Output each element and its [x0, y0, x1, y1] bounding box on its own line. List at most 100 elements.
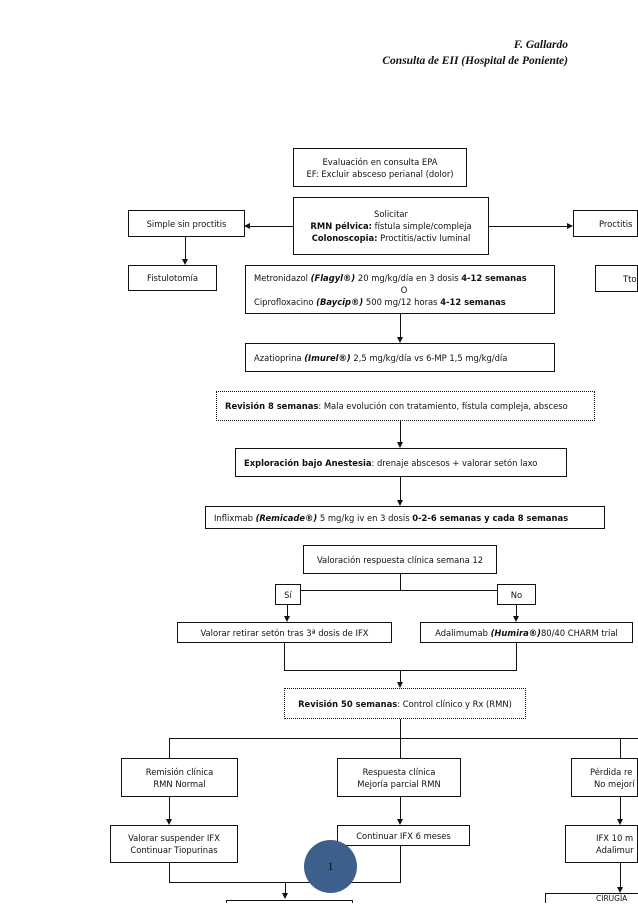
- brand-text: (Humira®): [490, 627, 541, 638]
- box-text: 5 mg/kg iv en 3 dosis: [317, 512, 413, 523]
- page-number: 1: [327, 859, 334, 873]
- box-text: Sí: [284, 589, 292, 600]
- box-text: Valoración respuesta clínica semana 12: [316, 554, 484, 565]
- bold-text: RMN pélvica:: [310, 221, 372, 231]
- header-author: F. Gallardo: [513, 39, 568, 51]
- bold-text: Colonoscopia:: [311, 233, 378, 243]
- arrow-down-icon: [616, 819, 623, 825]
- adalimumab-box: Adalimumab (Humira®)80/40 CHARM trial: [420, 622, 633, 643]
- connector: [400, 476, 401, 500]
- evaluation-box: Evaluación en consulta EPA EF: Excluir a…: [293, 148, 467, 187]
- connector: [400, 845, 401, 882]
- arrow-down-icon: [396, 682, 403, 688]
- connector: [250, 226, 293, 227]
- arrow-down-icon: [283, 616, 290, 622]
- box-text: IFX 10 m: [596, 833, 634, 843]
- box-text: Colonoscopia: Proctitis/activ luminal: [312, 232, 471, 244]
- box-text: Mejoría parcial RMN: [357, 778, 441, 789]
- box-text: CIRUGÍA: [596, 894, 628, 903]
- connector: [169, 796, 170, 819]
- box-text: 20 mg/kg/día en 3 dosis: [355, 272, 462, 283]
- box-text: Simple sin proctitis: [146, 218, 227, 229]
- box-text: Evaluación en consulta EPA: [322, 156, 438, 167]
- connector: [620, 796, 621, 819]
- box-text: Continuar IFX 6 meses: [356, 830, 451, 841]
- box-text: Proctitis/activ luminal: [377, 233, 471, 243]
- review-8-weeks-box: Revisión 8 semanas: Mala evolución con t…: [216, 391, 595, 421]
- fistulotomy-box: Fistulotomía: [128, 265, 217, 291]
- box-text: Adalimur: [596, 845, 634, 855]
- connector: [400, 670, 401, 682]
- brand-text: (Flagyl®): [310, 272, 356, 283]
- continue-ifx-box: Continuar IFX 6 meses: [337, 825, 470, 846]
- box-text: 2,5 mg/kg/día vs 6-MP 1,5 mg/kg/día: [350, 352, 508, 363]
- box-text: : Control clínico y Rx (RMN): [397, 698, 512, 709]
- next-step-box: [226, 900, 353, 903]
- box-text: Revisión 8 semanas: Mala evolución con t…: [225, 400, 568, 412]
- connector: [169, 738, 170, 758]
- header-subtitle: Consulta de EII (Hospital de Poniente): [382, 55, 568, 67]
- box-text: : Mala evolución con tratamiento, fístul…: [318, 401, 568, 411]
- brand-text: (Remicade®): [255, 512, 318, 523]
- box-text: RMN Normal: [153, 778, 206, 789]
- box-text: : drenaje abscesos + valorar setón laxo: [371, 457, 538, 468]
- connector: [169, 862, 170, 882]
- arrow-down-icon: [396, 337, 403, 343]
- box-text: 80/40 CHARM trial: [540, 627, 618, 638]
- connector: [516, 642, 517, 670]
- arrow-down-icon: [396, 500, 403, 506]
- box-text: Continuar Tiopurinas: [130, 845, 218, 855]
- box-text: Inflixmab: [214, 512, 256, 523]
- yes-box: Sí: [275, 584, 301, 605]
- arrow-down-icon: [396, 819, 403, 825]
- exploration-box: Exploración bajo Anestesia: drenaje absc…: [235, 448, 567, 477]
- box-text: Metronidazol: [254, 272, 311, 283]
- arrow-down-icon: [281, 893, 288, 899]
- connector: [285, 882, 286, 894]
- box-text: Metronidazol (Flagyl®) 20 mg/kg/día en 3…: [254, 272, 527, 284]
- bold-text: 4-12 semanas: [440, 296, 506, 307]
- arrow-down-icon: [165, 819, 172, 825]
- box-text: Tto: [623, 273, 637, 284]
- box-text: Pérdida re: [590, 766, 633, 777]
- connector: [620, 862, 621, 887]
- box-text: 500 mg/12 horas: [363, 296, 441, 307]
- simple-box: Simple sin proctitis: [128, 210, 245, 237]
- connector: [300, 590, 497, 591]
- connector: [620, 738, 621, 758]
- box-text: Respuesta clínica: [362, 766, 436, 777]
- arrow-left-icon: [244, 222, 250, 229]
- connector: [400, 313, 401, 337]
- connector: [516, 604, 517, 616]
- box-text: Remisión clínica: [145, 766, 214, 777]
- connector: [284, 642, 285, 670]
- box-text: fístula simple/compleja: [371, 221, 472, 231]
- review-50-weeks-box: Revisión 50 semanas: Control clínico y R…: [284, 688, 526, 719]
- bold-text: Exploración bajo Anestesia: [244, 457, 372, 468]
- brand-text: (Baycip®): [316, 296, 364, 307]
- assessment-box: Valoración respuesta clínica semana 12: [303, 545, 497, 574]
- suspend-ifx-box: Valorar suspender IFX Continuar Tiopurina…: [110, 825, 238, 863]
- box-text: No: [510, 589, 523, 600]
- arrow-down-icon: [396, 442, 403, 448]
- bold-text: Revisión 8 semanas: [225, 401, 319, 411]
- infliximab-box: Inflixmab (Remicade®) 5 mg/kg iv en 3 do…: [205, 506, 605, 529]
- box-text: O: [400, 284, 408, 295]
- page-number-badge: 1: [304, 840, 357, 893]
- connector: [287, 604, 288, 616]
- box-text: Valorar suspender IFX: [128, 833, 220, 843]
- connector: [400, 796, 401, 819]
- brand-text: (Imurel®): [304, 352, 351, 363]
- surgery-box: CIRUGÍA: [545, 893, 638, 903]
- ifx-10-box: IFX 10 m Adalimur: [565, 825, 638, 863]
- bold-text: 0-2-6 semanas y cada 8 semanas: [412, 512, 569, 523]
- remove-seton-box: Valorar retirar setón tras 3ª dosis de I…: [177, 622, 392, 643]
- box-text: Valorar retirar setón tras 3ª dosis de I…: [200, 627, 369, 638]
- box-text: Exploración bajo Anestesia: drenaje absc…: [244, 457, 537, 469]
- box-text: Inflixmab (Remicade®) 5 mg/kg iv en 3 do…: [214, 512, 568, 524]
- box-text: Ciprofloxacino (Baycip®) 500 mg/12 horas…: [254, 296, 506, 308]
- arrow-down-icon: [512, 616, 519, 622]
- arrow-down-icon: [181, 259, 188, 265]
